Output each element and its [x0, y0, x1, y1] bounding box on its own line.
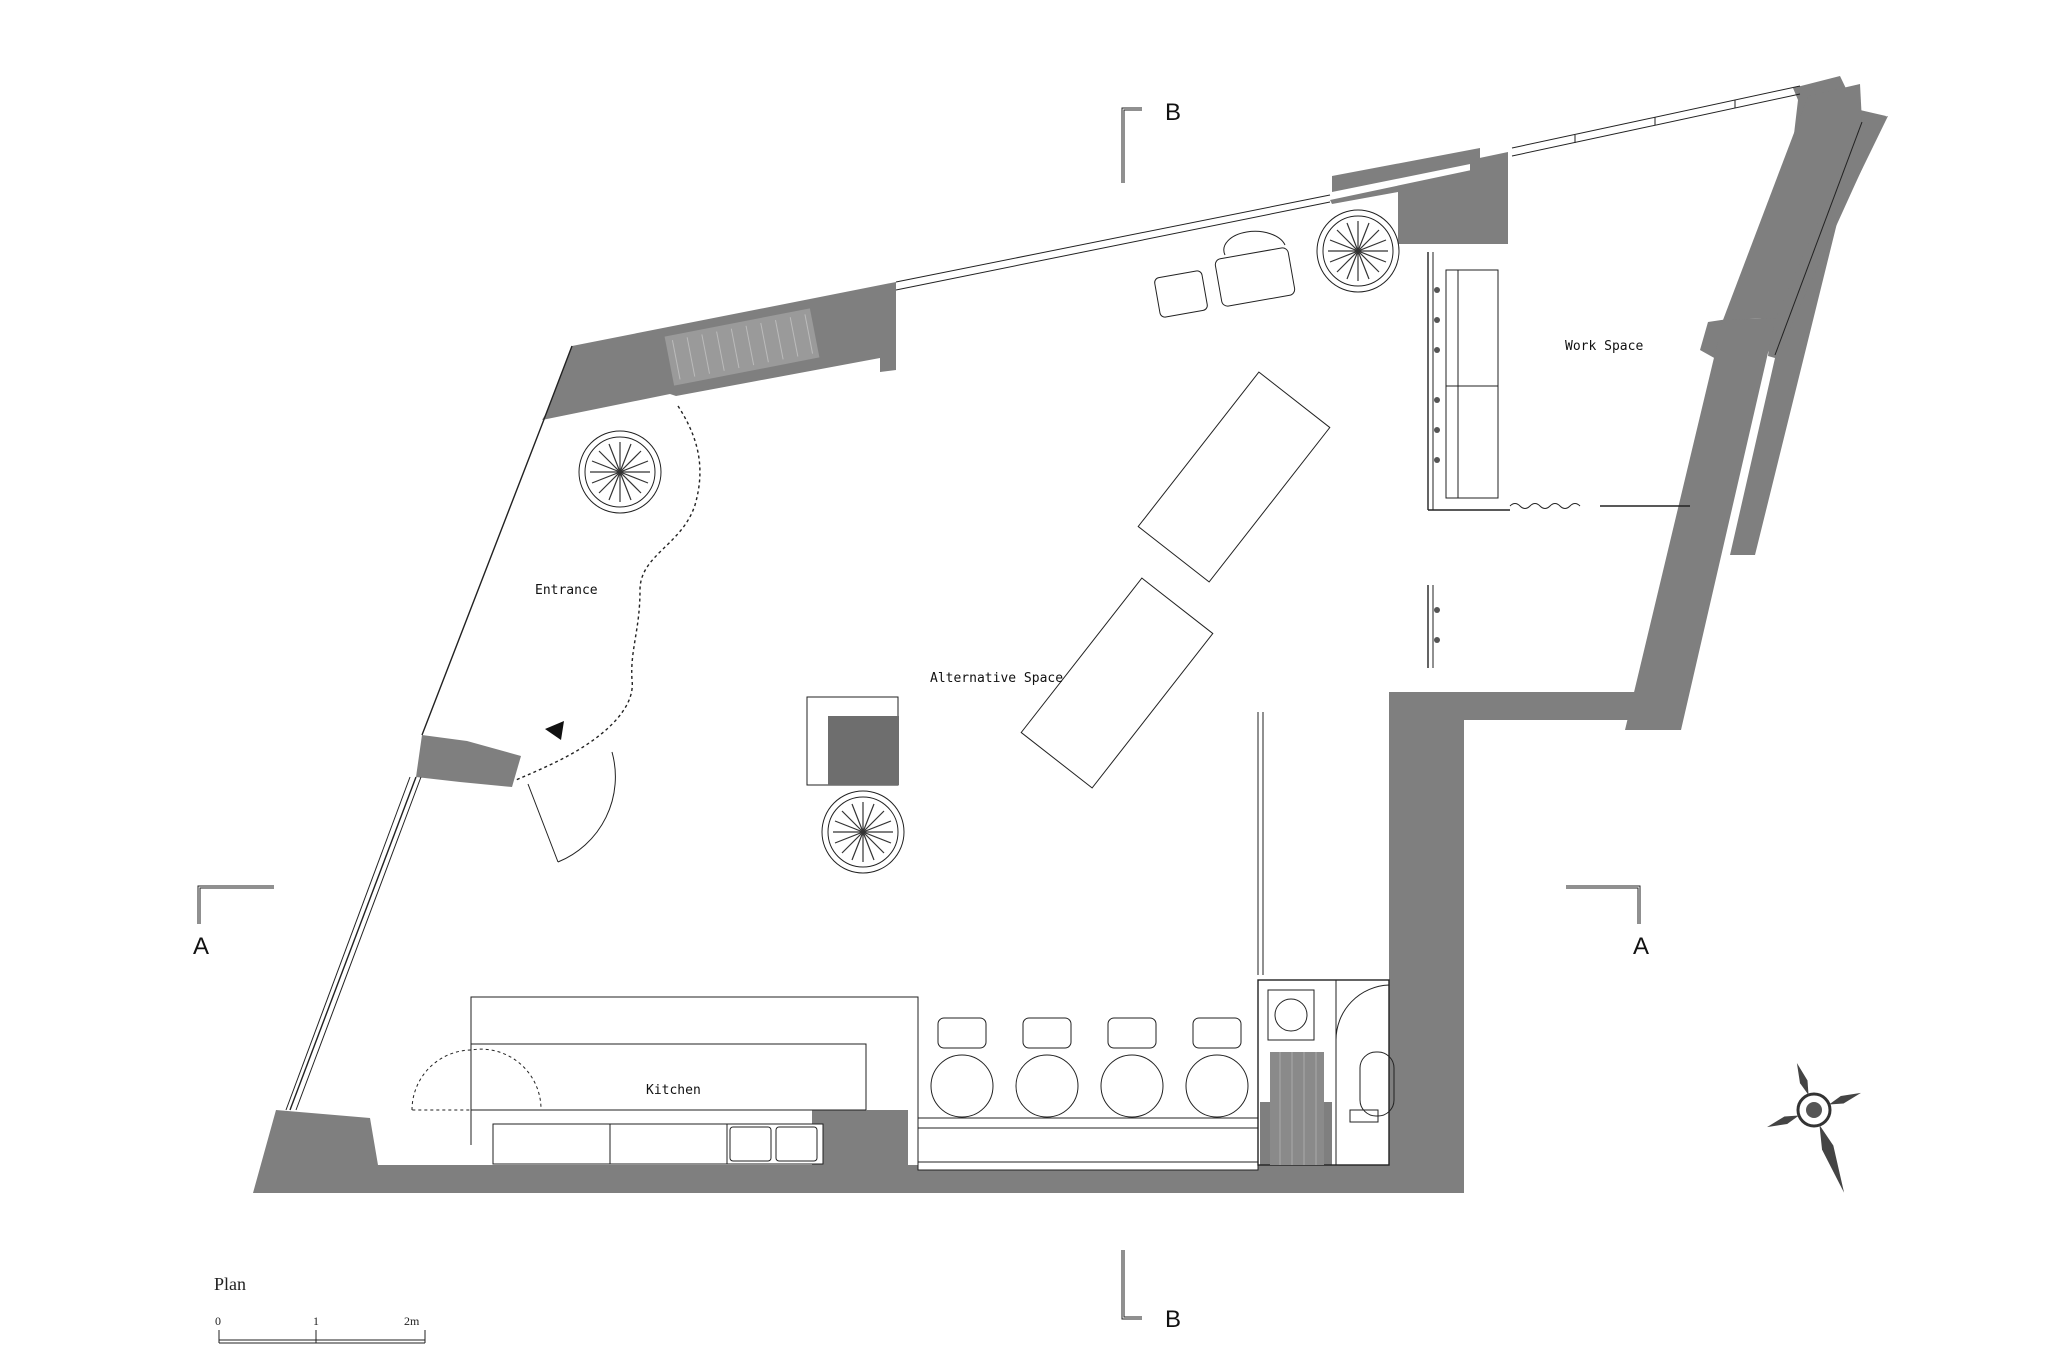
section-a-left: A	[193, 933, 209, 960]
section-b-top: B	[1165, 99, 1181, 126]
pebble-border	[515, 405, 701, 781]
toilet-area	[1257, 979, 1395, 1166]
wall-right-column	[1625, 318, 1776, 730]
label-work-space: Work Space	[1565, 339, 1643, 354]
stools	[917, 1017, 1259, 1171]
work-space	[1257, 252, 1690, 975]
title-block: Plan 0 1 2m	[214, 1274, 426, 1344]
plants	[578, 209, 1400, 874]
wall-right-upper-fill	[1723, 84, 1862, 320]
wall-right-long	[1700, 110, 1886, 364]
chair-small	[1154, 270, 1208, 318]
hatched-wall-insert	[664, 308, 820, 386]
triangle-arrow-icon	[545, 721, 564, 740]
label-kitchen: Kitchen	[646, 1083, 701, 1098]
sink-left	[729, 1126, 772, 1162]
room-labels: Entrance Alternative Space Work Space Ki…	[535, 339, 1643, 1098]
section-a-right: A	[1633, 933, 1649, 960]
plant-center	[821, 790, 905, 874]
scale-tick-2: 2m	[404, 1314, 420, 1328]
curtain	[1509, 503, 1581, 509]
entrance-door-swing	[527, 751, 616, 863]
wall-top-pier	[1470, 152, 1508, 244]
wall-right-lower	[1389, 720, 1464, 1193]
outline	[285, 85, 1863, 1111]
table-lower	[1020, 577, 1214, 789]
desk-bottom	[1445, 385, 1499, 499]
toilet-door-swing	[1335, 984, 1390, 1041]
scale-tick-1: 1	[313, 1314, 319, 1328]
table-upper	[1137, 371, 1331, 583]
desk-top	[1445, 269, 1499, 387]
kitchen	[411, 996, 919, 1165]
hatched-storage	[1270, 1052, 1324, 1165]
wall-top-middle	[1330, 164, 1500, 244]
compass-rose-icon	[1767, 1063, 1861, 1193]
furniture	[806, 230, 1331, 789]
bar-counter	[917, 1117, 1259, 1171]
wall-top-segment	[1332, 148, 1480, 192]
armchair	[1214, 247, 1296, 307]
kitchen-counter	[492, 1123, 824, 1165]
section-markers: B B A A	[193, 99, 1649, 1333]
scale-tick-0: 0	[215, 1314, 221, 1328]
sink-right	[775, 1126, 818, 1162]
dark-block	[828, 716, 899, 785]
label-entrance: Entrance	[535, 583, 598, 598]
drawing-title: Plan	[214, 1274, 246, 1294]
plant-top	[1316, 209, 1400, 293]
kitchen-door-swing	[411, 1048, 542, 1111]
label-alternative-space: Alternative Space	[930, 671, 1063, 686]
wall-entrance-chunk	[416, 735, 521, 787]
entrance-area	[515, 405, 701, 863]
section-b-bottom: B	[1165, 1306, 1181, 1333]
plant-entrance	[578, 430, 662, 514]
wall-toilet-pier	[1389, 1110, 1404, 1165]
